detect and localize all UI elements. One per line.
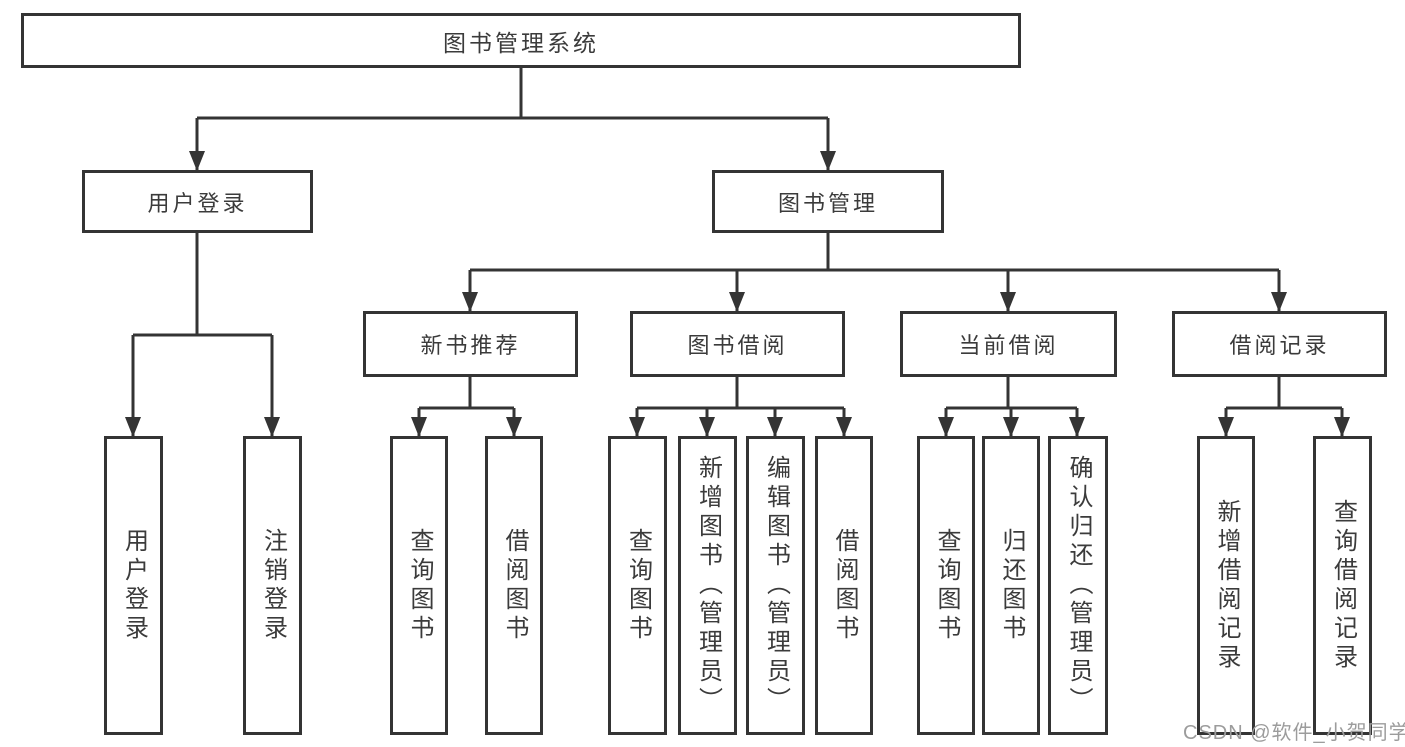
node-label: 图书管理系统 — [443, 29, 599, 56]
leaf-borrow-books-borrowing: 借阅图书 — [815, 436, 873, 735]
csdn-watermark: CSDN @软件_小贺同学 — [1183, 722, 1405, 744]
leaf-query-books-borrowing: 查询图书 — [608, 436, 667, 735]
node-library-management-system: 图书管理系统 — [21, 13, 1021, 68]
leaf-add-borrow-record: 新增借阅记录 — [1197, 436, 1255, 735]
connector-borrow-records-trunk — [1226, 377, 1342, 410]
node-current-borrowing: 当前借阅 — [900, 311, 1117, 377]
node-label: 新书推荐 — [420, 333, 521, 358]
leaf-label: 确认归还（管理员） — [1065, 455, 1092, 716]
leaf-borrow-books-newbook: 借阅图书 — [485, 436, 543, 735]
leaf-label: 新增图书（管理员） — [694, 455, 722, 716]
connector-current-borrow-trunk — [946, 377, 1077, 410]
leaf-query-books-newbook: 查询图书 — [390, 436, 448, 735]
leaf-user-login: 用户登录 — [104, 436, 163, 735]
node-book-management: 图书管理 — [712, 170, 944, 233]
node-label: 图书借阅 — [687, 333, 788, 358]
node-label: 借阅记录 — [1229, 333, 1330, 358]
leaf-label: 归还图书 — [998, 527, 1025, 644]
node-new-book-recommendation: 新书推荐 — [363, 311, 578, 377]
leaf-label: 查询图书 — [406, 527, 433, 644]
leaf-query-books-current: 查询图书 — [917, 436, 975, 735]
leaf-label: 编辑图书（管理员） — [762, 455, 790, 716]
leaf-label: 借阅图书 — [831, 527, 858, 644]
leaf-label: 查询借阅记录 — [1329, 498, 1357, 673]
leaf-label: 借阅图书 — [501, 527, 528, 644]
connector-user-login-trunk — [133, 233, 272, 337]
node-label: 图书管理 — [777, 190, 878, 216]
connector-new-book-trunk — [419, 377, 514, 410]
node-user-login: 用户登录 — [82, 170, 313, 233]
leaf-label: 查询图书 — [933, 527, 960, 644]
leaf-label: 注销登录 — [259, 527, 287, 644]
connector-book-management-trunk — [470, 233, 1279, 272]
leaf-query-borrow-record: 查询借阅记录 — [1313, 436, 1372, 735]
connector-book-borrow-trunk — [637, 377, 844, 410]
leaf-add-book-admin: 新增图书（管理员） — [678, 436, 737, 735]
leaf-confirm-return-admin: 确认归还（管理员） — [1048, 436, 1108, 735]
leaf-edit-book-admin: 编辑图书（管理员） — [746, 436, 805, 735]
connector-root-trunk — [197, 68, 828, 120]
leaf-logout-login: 注销登录 — [243, 436, 302, 735]
leaf-label: 新增借阅记录 — [1213, 498, 1240, 673]
leaf-return-books: 归还图书 — [982, 436, 1040, 735]
node-book-borrowing: 图书借阅 — [630, 311, 845, 377]
node-label: 用户登录 — [147, 190, 248, 216]
leaf-label: 用户登录 — [120, 527, 148, 644]
leaf-label: 查询图书 — [624, 527, 652, 644]
node-label: 当前借阅 — [958, 333, 1059, 358]
node-borrowing-records: 借阅记录 — [1172, 311, 1387, 377]
